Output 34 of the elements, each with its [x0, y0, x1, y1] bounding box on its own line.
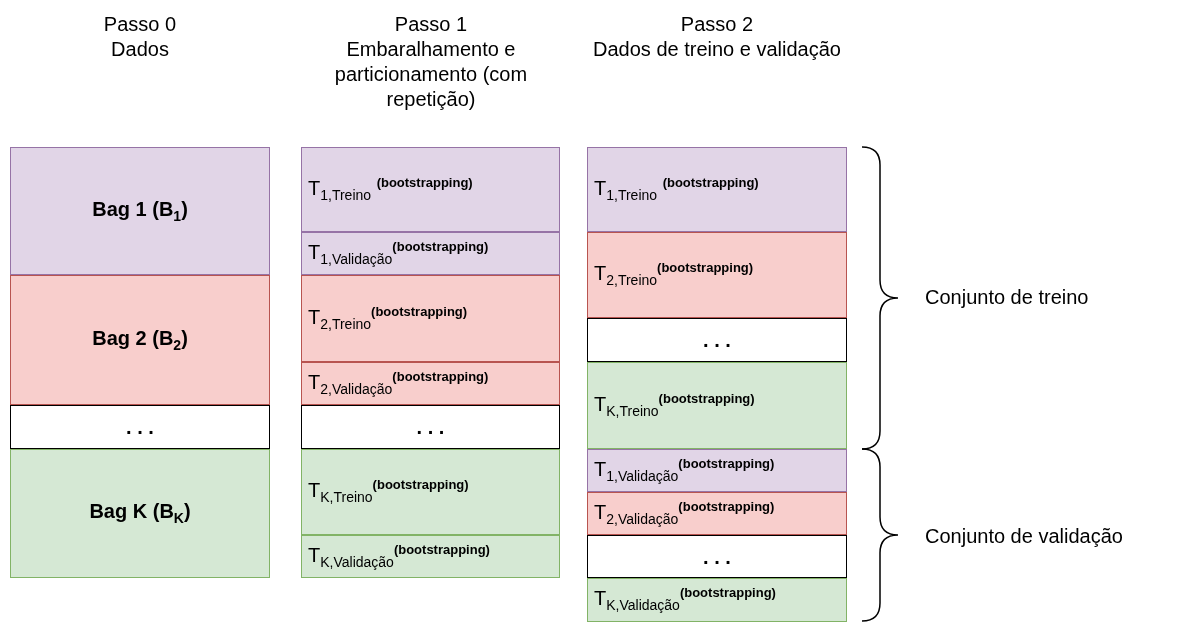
bag-label: Bag K (B$_{K}$): [89, 500, 191, 527]
subset-box: [587, 147, 847, 232]
subset-box: [587, 449, 847, 492]
subset-box: [587, 578, 847, 622]
ellipsis-box: [301, 405, 560, 449]
step-title: Passo 0: [102, 12, 178, 37]
bag-box: [10, 449, 270, 578]
subset-box: [587, 492, 847, 535]
ellipsis-box: [587, 535, 847, 578]
ellipsis-box: [10, 405, 270, 449]
ellipsis: . . .: [703, 329, 731, 351]
step-title: Passo 1: [393, 12, 469, 37]
ellipsis: . . .: [416, 416, 445, 438]
bag-label: Bag 2 (B$_{2}$): [92, 326, 188, 354]
set-label: Conjunto de validação: [925, 525, 1123, 548]
bag-label: Bag 1 (B$_{1}$): [92, 197, 188, 225]
bag-box: [10, 147, 270, 275]
subset-box: [301, 362, 560, 405]
subset-box: [301, 449, 560, 535]
step-subtitle: Dados de treino e validação: [592, 37, 842, 62]
ellipsis: . . .: [126, 416, 154, 438]
subset-box: [301, 147, 560, 232]
subset-box: [587, 232, 847, 318]
step-title: Passo 2: [679, 12, 755, 37]
subset-box: [301, 535, 560, 578]
subset-box: [301, 275, 560, 362]
subset-box: [587, 362, 847, 449]
set-label: Conjunto de treino: [925, 286, 1089, 309]
ellipsis: . . .: [703, 545, 731, 568]
subset-box: [301, 232, 560, 275]
step-subtitle: Embaralhamento e particionamento (com repetição): [333, 37, 529, 112]
bag-box: [10, 275, 270, 405]
step-subtitle: Dados: [110, 37, 170, 62]
ellipsis-box: [587, 318, 847, 362]
